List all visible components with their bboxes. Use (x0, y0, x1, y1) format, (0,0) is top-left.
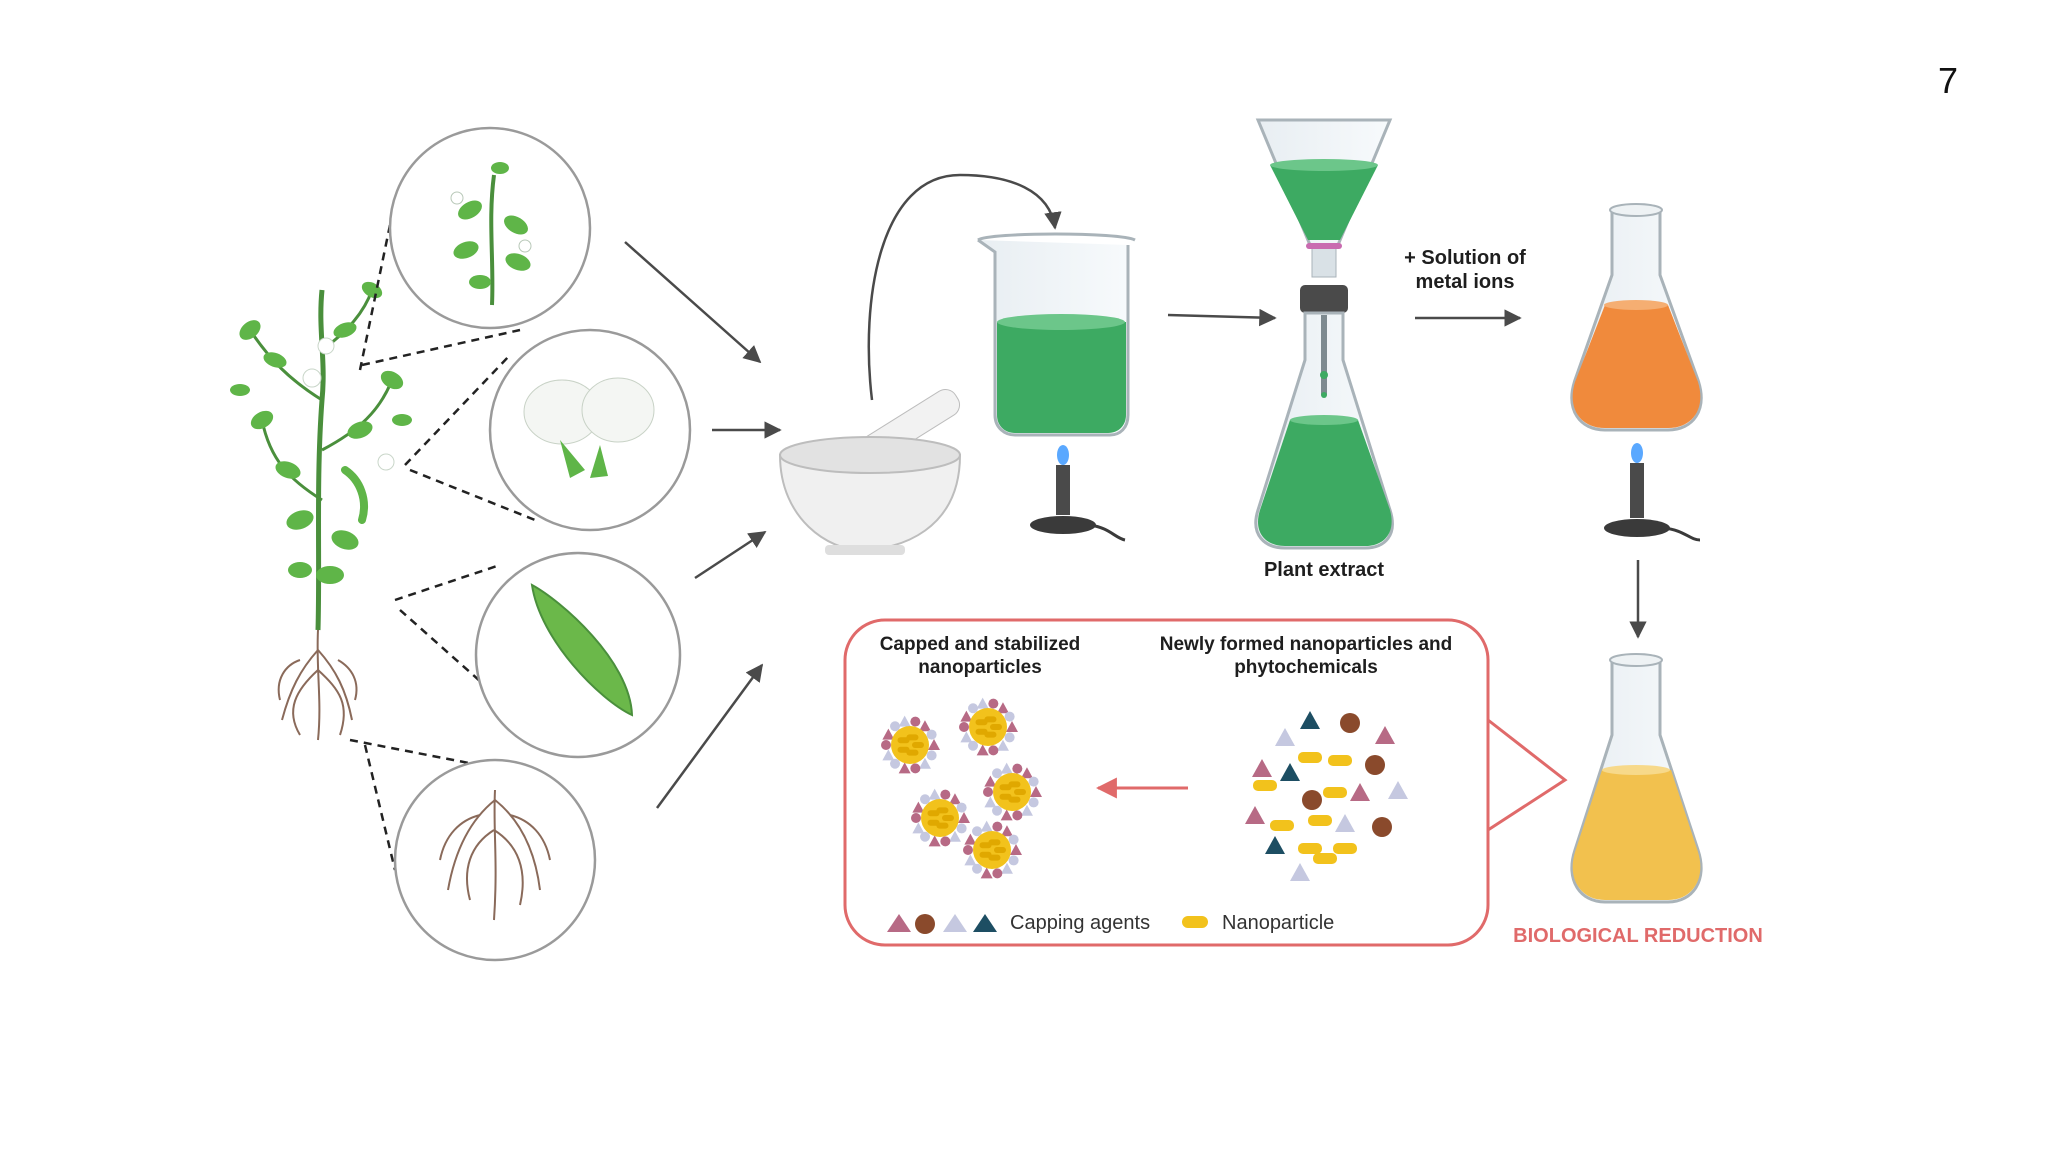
capping-agent-triangle (1388, 781, 1408, 799)
capping-agent-circle (1365, 755, 1385, 775)
capped-nanoparticle (959, 697, 1018, 756)
orange-flask (1570, 203, 1703, 432)
capping-agent-triangle (1375, 726, 1395, 744)
flower-circle (488, 328, 692, 532)
nanoparticle (1313, 853, 1337, 864)
legend-capping-agents-icons (887, 914, 997, 934)
arrow-mortar-to-beaker (867, 173, 1062, 401)
biological-reduction-label: BIOLOGICAL REDUCTION (1513, 925, 1763, 947)
capped-nanoparticle (911, 788, 970, 847)
nanoparticle (1253, 780, 1277, 791)
capping-agent-circle (1302, 790, 1322, 810)
nanoparticle (1308, 815, 1332, 826)
nanoparticle (1323, 787, 1347, 798)
capping-agent-triangle (1280, 763, 1300, 781)
page-number: 7 (1937, 60, 1958, 101)
capping-agent-triangle (1290, 863, 1310, 881)
mortar-and-pestle (778, 389, 962, 555)
plant-extract-label: Plant extract (1263, 559, 1385, 581)
nanoparticle (1298, 843, 1322, 854)
arrows-to-mortar (624, 241, 782, 809)
zoom-callout (1487, 718, 1568, 832)
roots-circle (393, 758, 597, 962)
pod-circle (474, 551, 682, 759)
capped-nanoparticle (963, 820, 1022, 879)
metal-ions-label: + Solution of metal ions (1404, 247, 1526, 293)
shoot-circle (388, 126, 592, 330)
capping-agent-triangle (1245, 806, 1265, 824)
capping-agent-triangle (1350, 783, 1370, 801)
bunsen-burner-1 (1030, 445, 1126, 542)
arrow-beaker-to-filter (1167, 308, 1277, 327)
capping-agent-triangle (1300, 711, 1320, 729)
capped-nanoparticle (881, 715, 940, 774)
capped-nanoparticles (881, 697, 1042, 879)
legend-capping-agents-label: Capping agents (1010, 912, 1151, 934)
capping-agent-triangle (1265, 836, 1285, 854)
pea-plant (230, 281, 412, 741)
capped-nanoparticles-label: Capped and stabilized nanoparticles (879, 634, 1081, 678)
nanoparticle (1298, 752, 1322, 763)
nanoparticle (1333, 843, 1357, 854)
bunsen-burner-2 (1604, 443, 1701, 542)
capping-agent-triangle (1275, 728, 1295, 746)
filtration-setup (1254, 118, 1394, 550)
capping-agent-triangle (1335, 814, 1355, 832)
legend-nanoparticle-icon (1182, 916, 1208, 928)
yellow-flask (1570, 653, 1703, 904)
legend-nanoparticle-label: Nanoparticle (1222, 912, 1335, 934)
nanoparticle (1270, 820, 1294, 831)
nanoparticle (1328, 755, 1352, 766)
scattered-nanoparticles (1245, 711, 1408, 881)
capping-agent-circle (1340, 713, 1360, 733)
beaker (977, 232, 1136, 437)
capping-agent-circle (1372, 817, 1392, 837)
capping-agent-triangle (1252, 759, 1272, 777)
capped-nanoparticle (983, 762, 1042, 821)
newly-formed-label: Newly formed nanoparticles and phytochem… (1159, 634, 1453, 678)
